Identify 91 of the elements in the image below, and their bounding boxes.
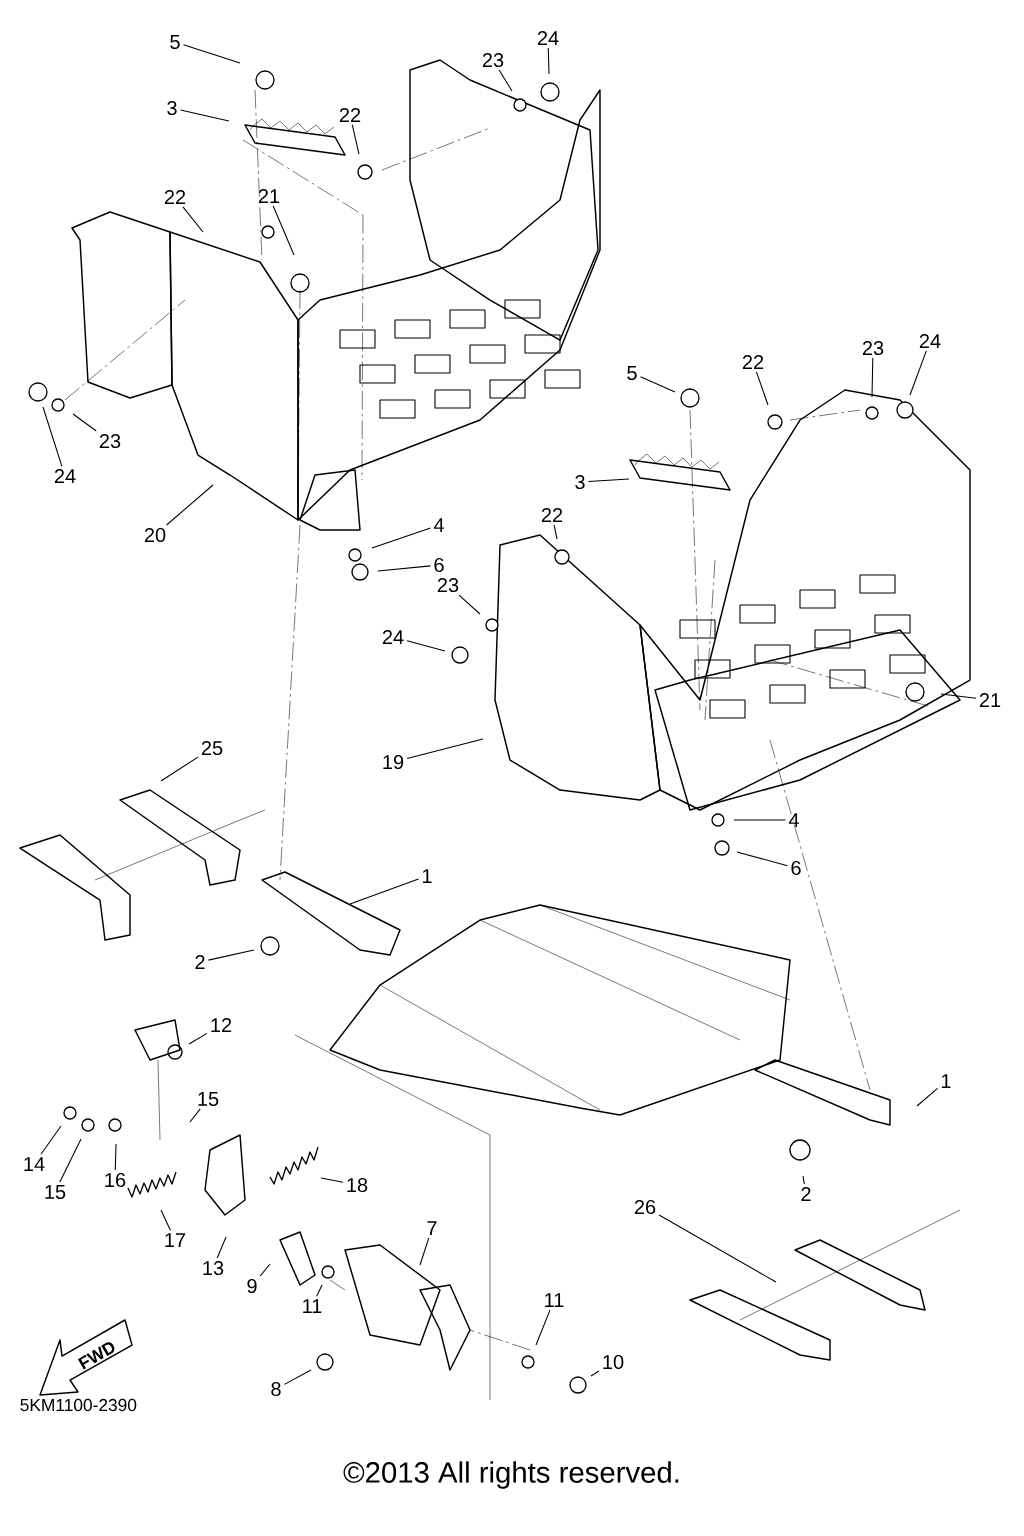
callout-number: 12 [211, 1018, 232, 1032]
callout-number: 22 [541, 508, 563, 522]
leader-line [406, 738, 484, 759]
callout-number: 5 [627, 366, 637, 380]
direction-label: FWD [77, 1342, 115, 1370]
callout-number: 8 [271, 1381, 281, 1397]
callout-number: 3 [575, 474, 585, 490]
leader-line [590, 1370, 600, 1377]
callout-number: 14 [24, 1157, 45, 1171]
leader-line [458, 594, 481, 615]
callout-number: 9 [247, 1278, 257, 1294]
callout-number: 15 [198, 1092, 219, 1106]
leader-line [160, 756, 199, 782]
callout-number: 18 [347, 1177, 368, 1193]
callout-number: 6 [434, 557, 444, 573]
leader-line [916, 1087, 939, 1107]
leader-line [940, 693, 977, 699]
callout-number: 13 [203, 1260, 224, 1276]
leader-line [42, 406, 63, 467]
leader-line [72, 413, 97, 432]
copyright-notice: ©2013 All rights reserved. [343, 1461, 679, 1489]
leader-line [207, 949, 255, 961]
leader-line [553, 524, 558, 540]
leader-line [189, 1108, 201, 1123]
leader-line [406, 640, 446, 652]
callout-number: 11 [303, 1299, 322, 1313]
callout-number: 24 [382, 630, 404, 644]
callout-number: 23 [437, 577, 459, 593]
callout-number: 24 [537, 31, 559, 45]
callout-number: 22 [339, 108, 361, 122]
leader-line [755, 371, 769, 406]
callout-number: 6 [791, 860, 801, 876]
leader-line [498, 69, 513, 92]
callout-number: 20 [144, 527, 166, 543]
leader-line [733, 819, 787, 821]
callout-number: 25 [201, 740, 223, 756]
part-number: 5KM1100-2390 [20, 1398, 137, 1412]
callout-number: 22 [742, 355, 764, 369]
leader-line [320, 1177, 344, 1183]
callout-number: 23 [862, 340, 884, 356]
callout-number: 11 [545, 1293, 564, 1307]
callout-number: 24 [54, 469, 76, 483]
leader-line [871, 357, 874, 398]
leader-line [283, 1369, 312, 1385]
leader-line [349, 878, 420, 905]
leader-line [658, 1214, 777, 1283]
callout-number: 4 [788, 813, 799, 827]
leader-line [535, 1309, 551, 1346]
callout-number: 23 [482, 52, 504, 68]
leader-line [802, 1175, 805, 1185]
callout-number: 21 [258, 189, 280, 203]
callout-number: 21 [979, 693, 1001, 707]
callout-number: 7 [427, 1221, 437, 1235]
leader-line [182, 206, 204, 233]
leader-line [179, 109, 230, 122]
callout-number: 2 [801, 1187, 811, 1201]
leader-line [419, 1237, 430, 1266]
callout-number: 3 [167, 100, 177, 116]
leader-line [547, 47, 550, 75]
leader-line [316, 1284, 323, 1297]
leader-line [272, 205, 295, 256]
leader-line [160, 1209, 171, 1231]
leader-line [639, 376, 676, 393]
callout-number: 15 [45, 1185, 66, 1199]
callout-number: 19 [383, 754, 404, 770]
leader-line [587, 478, 630, 483]
leader-line [166, 484, 214, 526]
leader-line [259, 1263, 271, 1277]
callout-number: 10 [603, 1354, 624, 1370]
leader-line [216, 1236, 227, 1259]
callout-number: 4 [433, 518, 444, 532]
leader-line [909, 350, 927, 396]
leader-line [114, 1143, 117, 1171]
leader-line [188, 1032, 208, 1045]
callout-number: 26 [634, 1199, 656, 1215]
callout-number: 24 [919, 334, 941, 348]
leader-line [182, 44, 241, 64]
callout-number: 5 [170, 35, 180, 49]
callout-number: 1 [422, 869, 432, 883]
callout-number: 23 [99, 433, 121, 449]
callout-number: 17 [165, 1233, 186, 1247]
callout-number: 1 [941, 1074, 951, 1088]
callout-number: 16 [105, 1172, 126, 1188]
callout-number: 22 [164, 190, 186, 204]
leader-line [351, 124, 360, 155]
leader-line [59, 1138, 82, 1183]
callout-number: 2 [195, 955, 205, 969]
leader-line [377, 565, 432, 572]
leader-line [736, 851, 789, 867]
leader-line [371, 527, 432, 549]
leader-line [40, 1125, 62, 1155]
